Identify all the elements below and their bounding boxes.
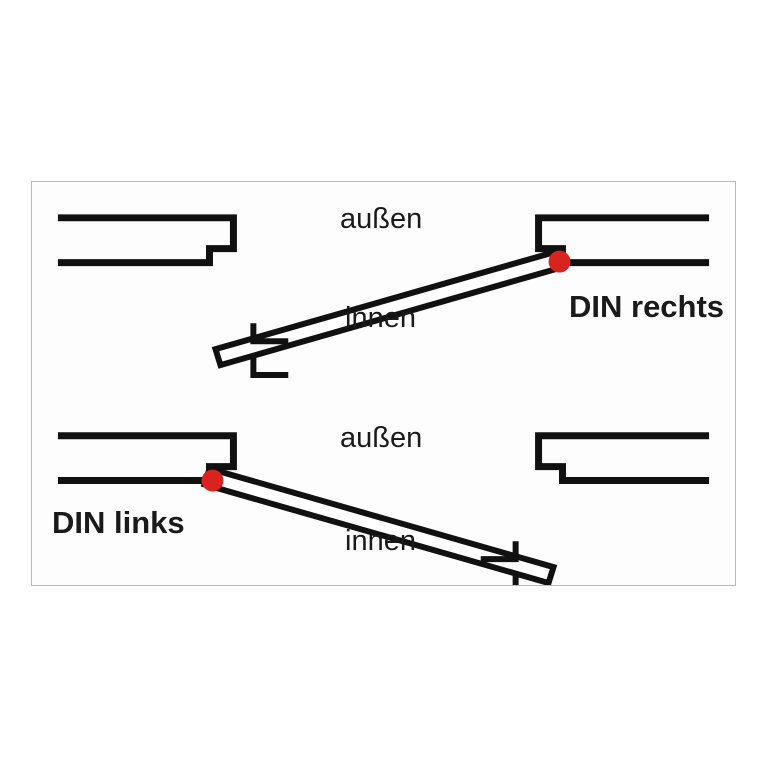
- door-handle-bottom: [480, 541, 519, 563]
- label-aussen-bottom: außen: [340, 422, 423, 454]
- jamb-left-bottom: [57, 432, 237, 485]
- label-innen-top: innen: [345, 302, 416, 334]
- diagram-frame: außen innen DIN rechts außen innen DIN l…: [31, 181, 736, 586]
- diagram-din-rechts: [57, 214, 710, 379]
- door-handle-bottom-2: [512, 575, 519, 585]
- door-handle-top: [250, 323, 289, 345]
- label-din-links: DIN links: [52, 505, 185, 540]
- jamb-left-top: [57, 214, 237, 267]
- door-swing-drawing: [57, 214, 710, 585]
- label-aussen-top: außen: [340, 203, 423, 235]
- hinge-pivot-dot-bottom: [201, 469, 224, 492]
- label-innen-bottom: innen: [345, 525, 416, 557]
- door-handle-top-2: [250, 357, 289, 379]
- hinge-pivot-dot-top: [548, 250, 571, 273]
- diagram-din-links: [57, 432, 710, 585]
- label-din-rechts: DIN rechts: [569, 289, 725, 324]
- jamb-right-top: [535, 214, 710, 267]
- jamb-right-bottom: [535, 432, 710, 485]
